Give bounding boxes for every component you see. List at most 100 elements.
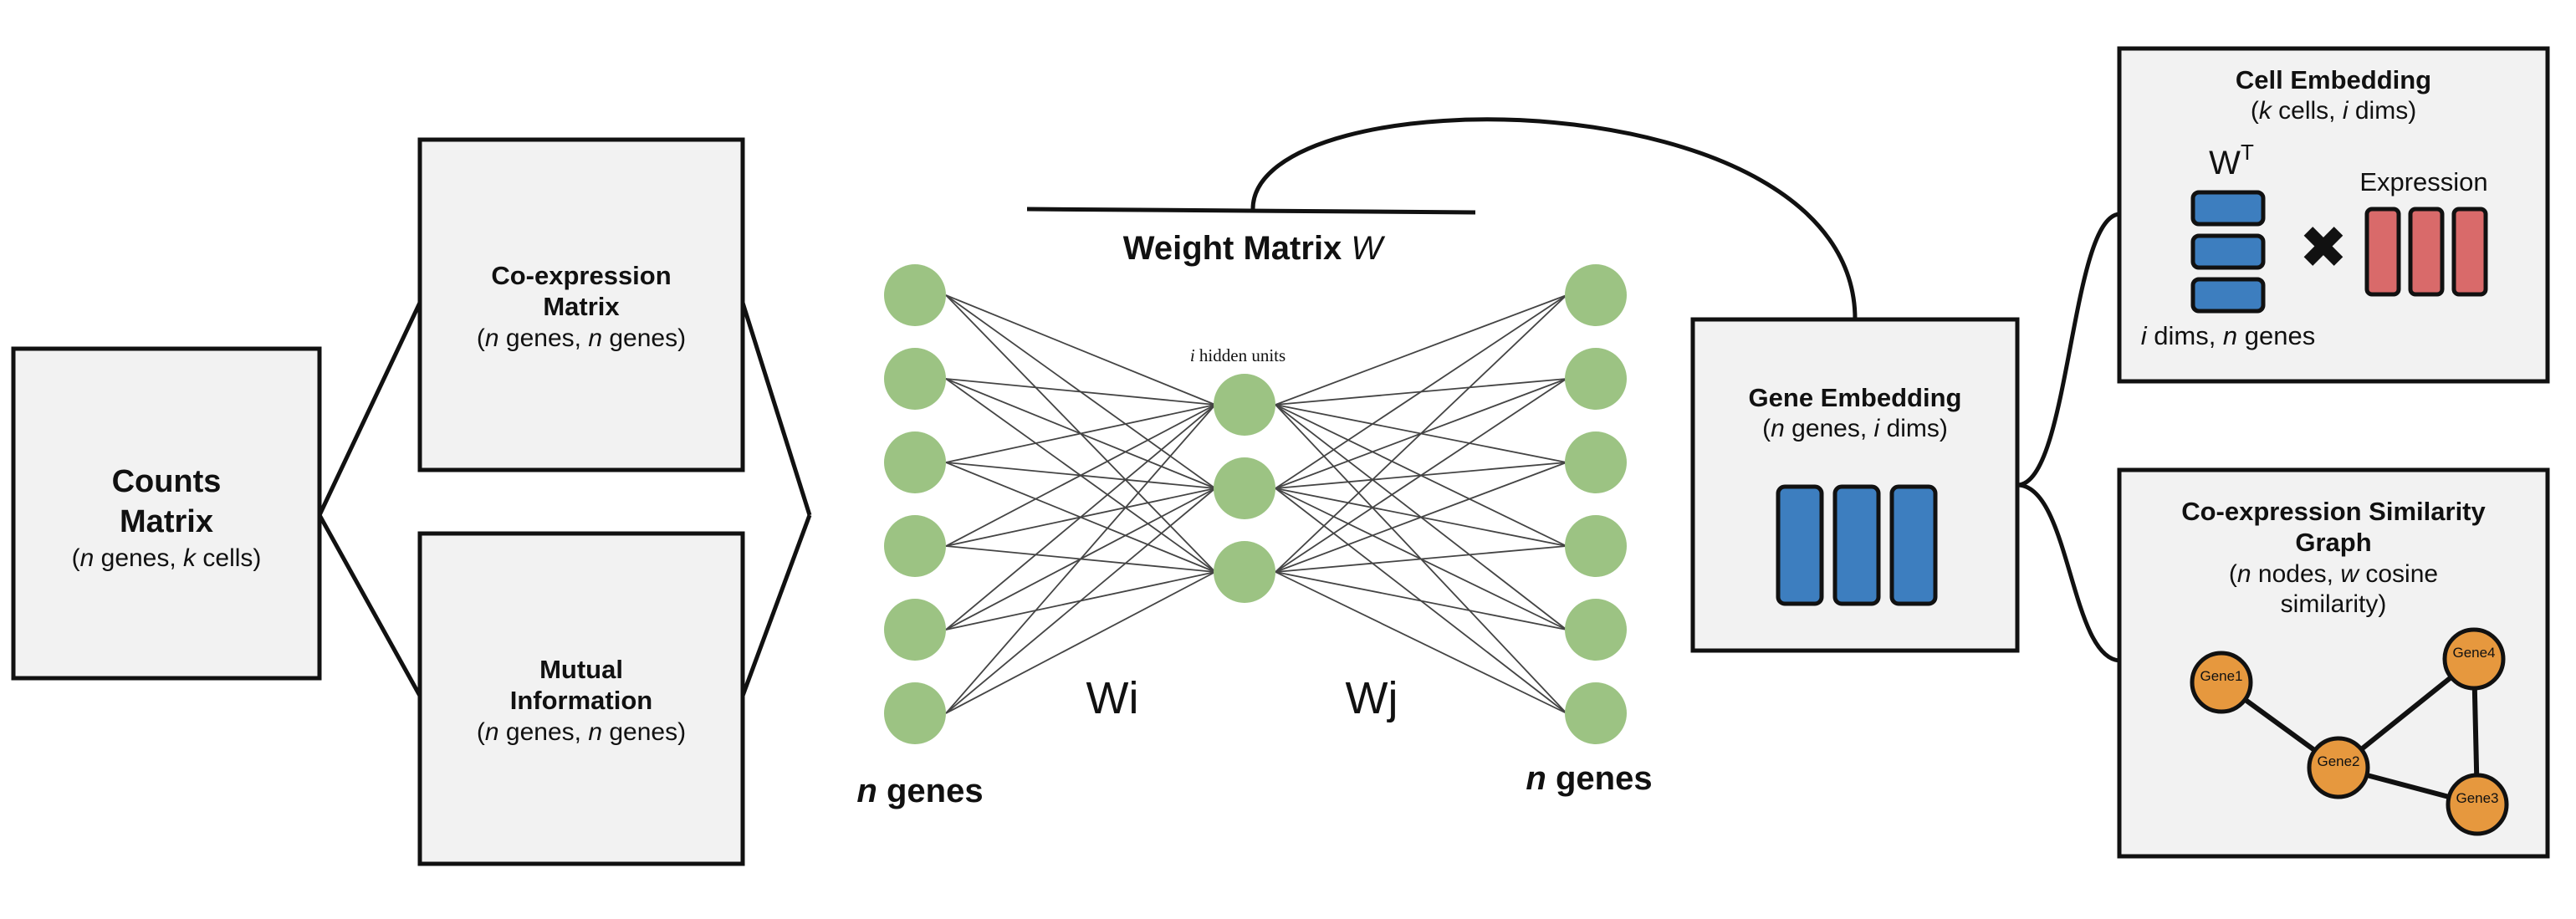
counts-matrix-title-line2: Matrix: [120, 504, 213, 539]
counts-matrix-title-line1: Counts: [112, 464, 222, 499]
expression-bar-1: [2364, 207, 2401, 297]
graph-node-label-gene4: Gene4: [2452, 645, 2495, 661]
mutual-information-title-line2: Information: [510, 686, 653, 715]
coexpression-matrix-box: Co-expression Matrix (n genes, n genes): [417, 137, 745, 472]
gene-embedding-bar-2: [1832, 484, 1881, 606]
connector-coexpression-to-network: [740, 302, 812, 516]
input-neuron-1: [884, 264, 946, 326]
edge-hidden-3-to-output-4: [1275, 545, 1567, 573]
input-neuron-2: [884, 348, 946, 410]
cell-embedding-subtitle: (k cells, i dims): [2251, 97, 2416, 125]
edge-input-1-to-hidden-1: [945, 294, 1216, 406]
input-genes-label: n genes: [856, 773, 983, 809]
edge-hidden-1-to-output-1: [1275, 294, 1567, 406]
edge-input-2-to-hidden-1: [945, 378, 1216, 406]
connector-weights-to-gene-embedding: [1250, 117, 1858, 320]
counts-matrix-frame: [11, 346, 322, 681]
edge-input-5-to-hidden-1: [945, 404, 1216, 631]
output-neuron-6: [1565, 682, 1627, 744]
mutual-information-title-line1: Mutual: [539, 655, 623, 684]
left-weights-label: Wi: [1086, 673, 1139, 723]
output-neuron-1: [1565, 264, 1627, 326]
edge-input-3-to-hidden-1: [945, 404, 1216, 463]
edge-hidden-3-to-output-3: [1275, 462, 1567, 573]
connector-counts-to-mutual-info: [317, 513, 422, 697]
graph-node-gene4: [2442, 627, 2506, 691]
edge-input-6-to-hidden-1: [945, 404, 1216, 714]
gene-embedding-subtitle: (n genes, i dims): [1762, 415, 1948, 442]
edge-hidden-3-to-output-1: [1275, 294, 1567, 573]
connector-counts-to-coexpression: [317, 301, 422, 517]
gene-embedding-bar-3: [1889, 484, 1938, 606]
expression-label: Expression: [2359, 167, 2487, 197]
cell-embedding-title: Cell Embedding: [2236, 65, 2431, 94]
counts-matrix-subtitle: (n genes, k cells): [72, 544, 262, 572]
graph-node-gene2: [2307, 736, 2370, 799]
output-neuron-2: [1565, 348, 1627, 410]
hidden-neuron-1: [1214, 374, 1275, 436]
gene-embedding-bar-1: [1776, 484, 1824, 606]
transposed-weight-bar-1: [2190, 190, 2266, 227]
gene-embedding-bars: [1776, 484, 1938, 606]
output-neuron-3: [1565, 431, 1627, 493]
graph-node-gene3: [2446, 773, 2509, 836]
edge-hidden-3-to-output-5: [1275, 571, 1567, 631]
hidden-units-label: i hidden units: [1190, 345, 1285, 365]
expression-bar-2: [2408, 207, 2445, 297]
input-neuron-6: [884, 682, 946, 744]
gene-embedding-title: Gene Embedding: [1749, 383, 1962, 412]
hidden-neuron-2: [1214, 457, 1275, 519]
transposed-weight-label: WT: [2209, 140, 2254, 181]
transposed-weight-bar-3: [2190, 277, 2266, 314]
input-neuron-5: [884, 599, 946, 661]
output-genes-label: n genes: [1526, 760, 1652, 797]
input-neuron-4: [884, 515, 946, 577]
graph-node-label-gene1: Gene1: [2200, 668, 2242, 684]
edge-hidden-2-to-output-1: [1275, 294, 1567, 489]
weight-matrix-title: Weight Matrix W: [1123, 230, 1386, 267]
similarity-graph-box: Co-expression Similarity Graph (n nodes,…: [2117, 467, 2550, 859]
graph-node-label-gene2: Gene2: [2317, 753, 2359, 769]
similarity-graph-subtitle-line1: (n nodes, w cosine: [2229, 560, 2438, 588]
autoencoder-network: Weight Matrix W i hidden units Wi Wj n g…: [856, 230, 1652, 809]
output-neuron-5: [1565, 599, 1627, 661]
edge-input-6-to-hidden-3: [945, 571, 1216, 714]
gene-embedding-box: Gene Embedding (n genes, i dims): [1690, 317, 2020, 653]
mutual-information-frame: [417, 531, 745, 866]
similarity-graph-subtitle-line2: similarity): [2281, 590, 2387, 618]
expression-bar-3: [2451, 207, 2488, 297]
network-neurons: [884, 264, 1627, 744]
output-neuron-4: [1565, 515, 1627, 577]
graph-node-gene1: [2190, 651, 2253, 714]
counts-matrix-box: Counts Matrix (n genes, k cells): [11, 346, 322, 681]
mutual-information-subtitle: (n genes, n genes): [477, 718, 686, 746]
similarity-graph-title-line1: Co-expression Similarity: [2181, 497, 2486, 526]
hidden-neuron-3: [1214, 541, 1275, 603]
connector-gene-to-similarity-graph: [2016, 482, 2120, 663]
cell-embedding-box: Cell Embedding (k cells, i dims) WT Expr…: [2117, 46, 2550, 384]
transposed-weight-bars: [2190, 190, 2266, 314]
mutual-information-box: Mutual Information (n genes, n genes): [417, 531, 745, 866]
weight-matrix-bar: [1026, 207, 1476, 215]
expression-bars: [2364, 207, 2488, 297]
coexpression-matrix-title-line2: Matrix: [543, 292, 620, 321]
graph-node-label-gene3: Gene3: [2456, 790, 2498, 806]
similarity-graph-title-line2: Graph: [2295, 528, 2371, 557]
connector-mutual-info-to-network: [740, 514, 812, 697]
coexpression-matrix-subtitle: (n genes, n genes): [477, 324, 686, 352]
edge-hidden-3-to-output-6: [1275, 571, 1567, 714]
edge-input-4-to-hidden-1: [945, 404, 1216, 547]
coexpression-matrix-frame: [417, 137, 745, 472]
dims-genes-label: i dims, n genes: [2141, 321, 2316, 350]
connector-gene-to-cell-embedding: [2016, 212, 2120, 488]
right-weights-label: Wj: [1346, 673, 1398, 723]
network-edges: [945, 294, 1567, 714]
transposed-weight-bar-2: [2190, 233, 2266, 270]
edge-hidden-3-to-output-2: [1275, 378, 1567, 573]
input-neuron-3: [884, 431, 946, 493]
multiply-icon: ✖: [2299, 215, 2349, 280]
connectors: [317, 117, 2120, 697]
